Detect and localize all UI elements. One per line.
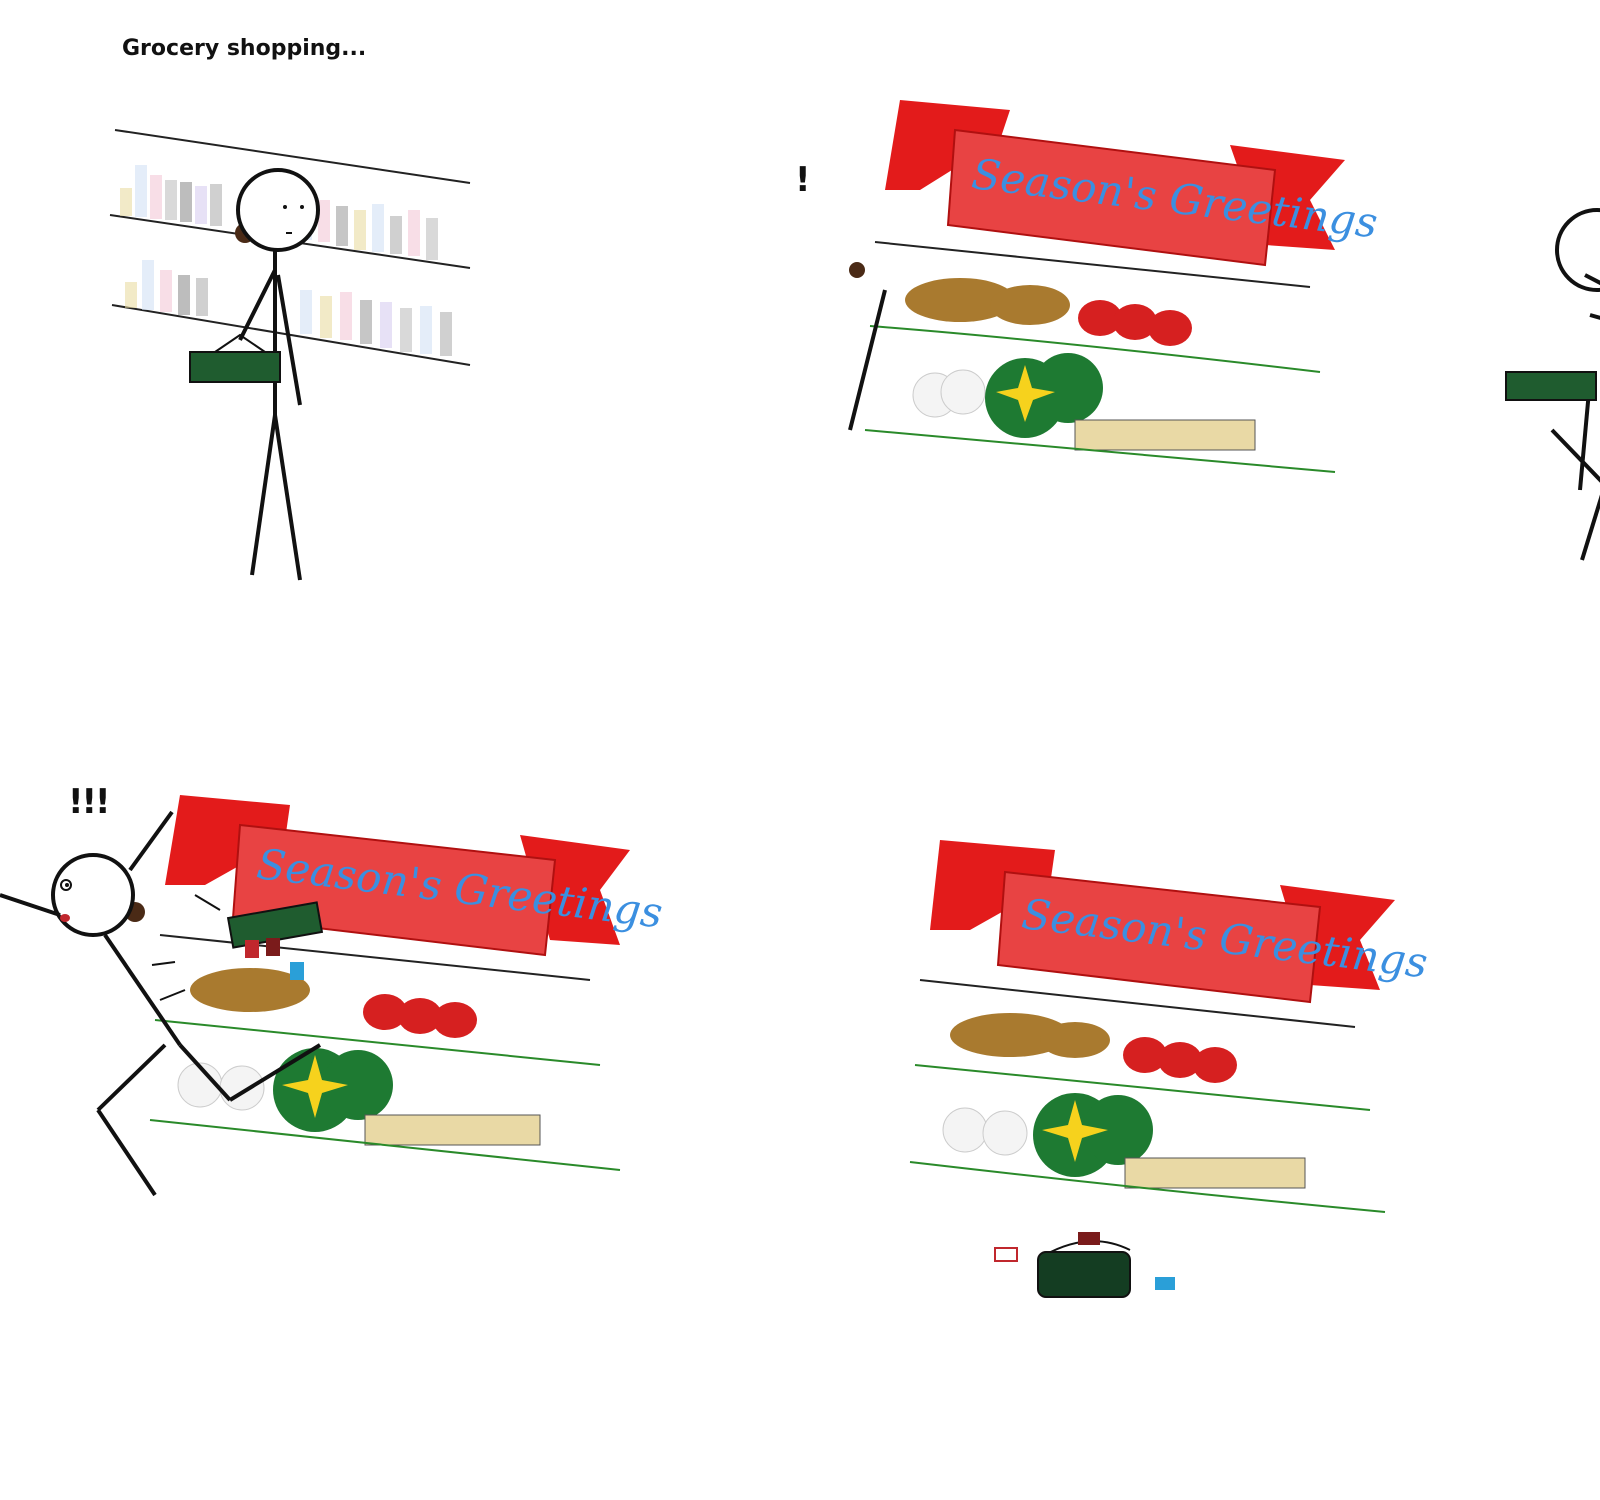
shelf-products — [120, 165, 452, 356]
panel-2-drawing: Season's Greetings — [848, 100, 1600, 561]
stick-figure — [0, 810, 322, 1197]
shopping-basket — [189, 333, 281, 383]
panel-3-drawing: Season's Greetings — [0, 795, 665, 1197]
christmas-lights — [869, 325, 1321, 373]
santa-hats — [1078, 300, 1122, 336]
comic-panel-1: Grocery shopping... — [0, 0, 800, 750]
christmas-decor-display — [864, 278, 1336, 473]
decor-shelf-line — [874, 241, 1311, 288]
christmas-decor-display — [149, 968, 621, 1171]
panel-1-drawing — [109, 129, 471, 581]
soda-cans — [245, 940, 259, 958]
panel-4-drawing: Season's Greetings — [909, 840, 1430, 1298]
exclamation-marks: !!! — [68, 782, 111, 822]
comic-panel-2: Season's Greetings — [795, 0, 1600, 750]
shopping-basket — [1505, 371, 1597, 401]
stick-figure — [235, 168, 320, 581]
caption-text: Grocery shopping... — [122, 36, 367, 61]
exclamation-mark: ! — [795, 160, 811, 200]
season-greetings-banner: Season's Greetings — [885, 100, 1380, 267]
decor-shelf-line — [919, 979, 1356, 1028]
flying-basket — [226, 901, 324, 980]
motion-lines — [151, 894, 221, 1001]
stick-figure — [848, 208, 1600, 561]
dropped-basket — [994, 1232, 1175, 1298]
reindeer-decor — [905, 278, 1015, 322]
comic-panel-4: Season's Greetings — [800, 750, 1600, 1500]
comic-panel-3: !!! Season's Greetings — [0, 750, 800, 1500]
christmas-decor-display — [909, 1013, 1386, 1213]
wrapping-paper-rolls — [1074, 419, 1256, 451]
season-greetings-banner: Season's Greetings — [930, 840, 1430, 1004]
soda-cans — [994, 1247, 1018, 1262]
